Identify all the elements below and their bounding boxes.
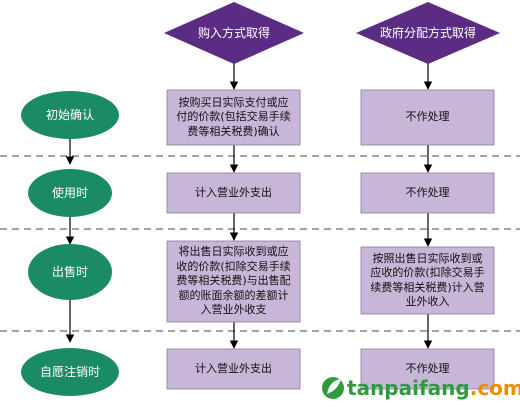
government-initial-text: 不作处理: [361, 90, 494, 145]
box-government-cancel: [360, 348, 495, 390]
stage-ellipse-cancel: [21, 348, 119, 396]
watermark-leaf-icon: [327, 379, 341, 394]
text-line: 应收的价款(扣除交易手: [370, 266, 485, 279]
text-line: 不作处理: [405, 110, 450, 124]
watermark-text: tanpaifang.com: [347, 376, 520, 400]
stage-label-use: 使用时: [51, 186, 88, 200]
stage-ellipse-sale: [28, 244, 112, 300]
header-diamond-government: [356, 2, 500, 64]
stage-label-cancel: 自愿注销时: [39, 365, 100, 379]
box-purchase-sale: [166, 240, 301, 323]
purchase-sale-text: 将出售日实际收到或应 收的价款(扣除交易手续 费等相关税费)与出售配 额的账面余…: [167, 241, 300, 322]
header-government-label: 政府分配方式取得: [379, 26, 476, 40]
watermark-text-main: tanpaifang: [347, 376, 470, 400]
stage-ellipse-use: [28, 169, 112, 217]
text-line: 计入营业外支出: [195, 185, 272, 199]
text-line: 收的价款(扣除交易手续: [176, 259, 291, 273]
text-line: 不作处理: [405, 361, 450, 375]
stage-label-initial: 初始确认: [45, 108, 94, 122]
text-line: 费等相关税费)与出售配: [176, 274, 291, 288]
header-purchase-label: 购入方式取得: [197, 26, 270, 40]
text-line: 业外收入: [405, 295, 450, 308]
text-line: 不作处理: [405, 185, 450, 199]
government-use-text: 不作处理: [361, 173, 494, 213]
header-diamond-purchase: [164, 2, 304, 64]
box-government-use: [360, 172, 495, 214]
text-line: 按照出售日实际收到或: [372, 251, 483, 265]
box-government-initial: [360, 89, 495, 146]
text-line: 费等相关税费)确认: [187, 124, 280, 138]
box-purchase-use: [166, 172, 301, 214]
text-line: 额的账面余额的差额计: [178, 288, 289, 302]
purchase-initial-text: 按购买日实际支付或应 付的价款(包括交易手续 费等相关税费)确认: [167, 90, 300, 145]
text-line: 续费等相关税费)计入营: [370, 280, 485, 294]
box-government-sale: [360, 246, 495, 315]
purchase-use-text: 计入营业外支出: [167, 173, 300, 213]
stage-label-sale: 出售时: [51, 265, 88, 279]
watermark-text-suffix: .com: [469, 376, 520, 400]
government-cancel-text: 不作处理: [361, 349, 494, 389]
purchase-cancel-text: 计入营业外支出: [167, 349, 300, 389]
text-line: 按购买日实际支付或应: [178, 95, 289, 109]
government-sale-text: 按照出售日实际收到或 应收的价款(扣除交易手 续费等相关税费)计入营 业外收入: [361, 247, 494, 314]
text-line: 付的价款(包括交易手续: [176, 110, 291, 124]
text-line: 入营业外收支: [200, 303, 267, 317]
text-line: 将出售日实际收到或应: [178, 245, 289, 259]
box-purchase-cancel: [166, 348, 301, 390]
text-line: 计入营业外支出: [195, 361, 272, 375]
box-purchase-initial: [166, 89, 301, 146]
stage-ellipse-initial: [21, 91, 119, 139]
